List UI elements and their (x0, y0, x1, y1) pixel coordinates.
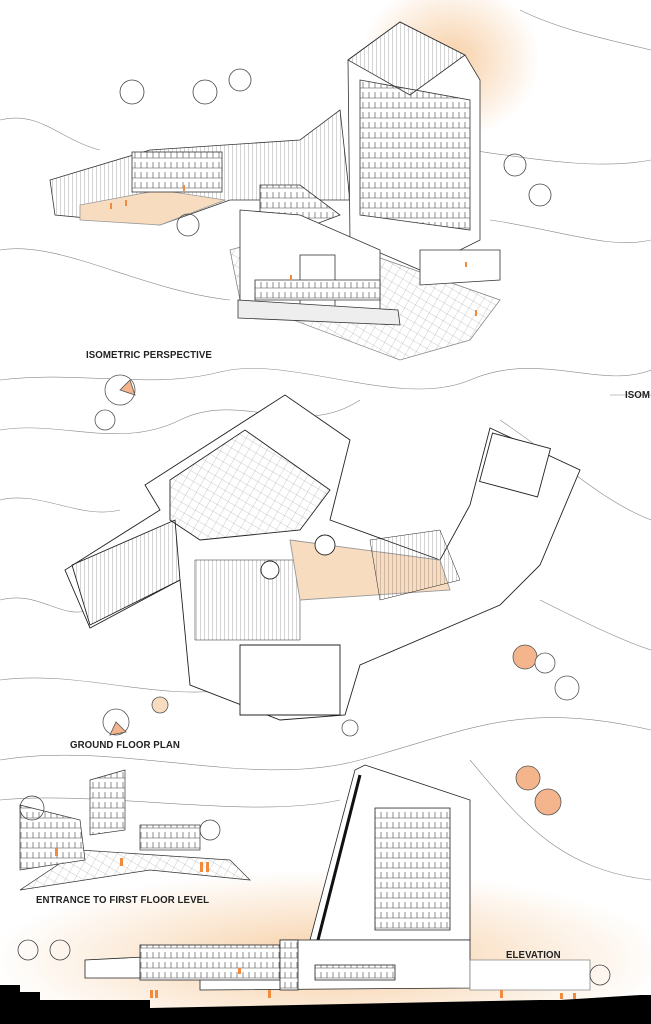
ground-floor-plan (64, 394, 581, 721)
elevation-drawing (84, 764, 591, 991)
site-trees (94, 374, 580, 816)
elevation-trees (17, 939, 611, 986)
ground-section (0, 985, 651, 1024)
people-figures (110, 185, 477, 316)
elevation-label: ELEVATION (506, 949, 561, 961)
entrance-label: ENTRANCE TO FIRST FLOOR LEVEL (36, 894, 210, 906)
elevation-people (150, 968, 576, 999)
trees (119, 68, 552, 237)
isometric-perspective-label: ISOMETRIC PERSPECTIVE (86, 349, 212, 361)
entrance-people (55, 848, 209, 872)
isometric-cut-label: ISOM (625, 389, 651, 401)
ground-floor-plan-label: GROUND FLOOR PLAN (70, 739, 180, 751)
entrance-perspective (19, 769, 251, 891)
isometric-drawing (49, 21, 501, 361)
